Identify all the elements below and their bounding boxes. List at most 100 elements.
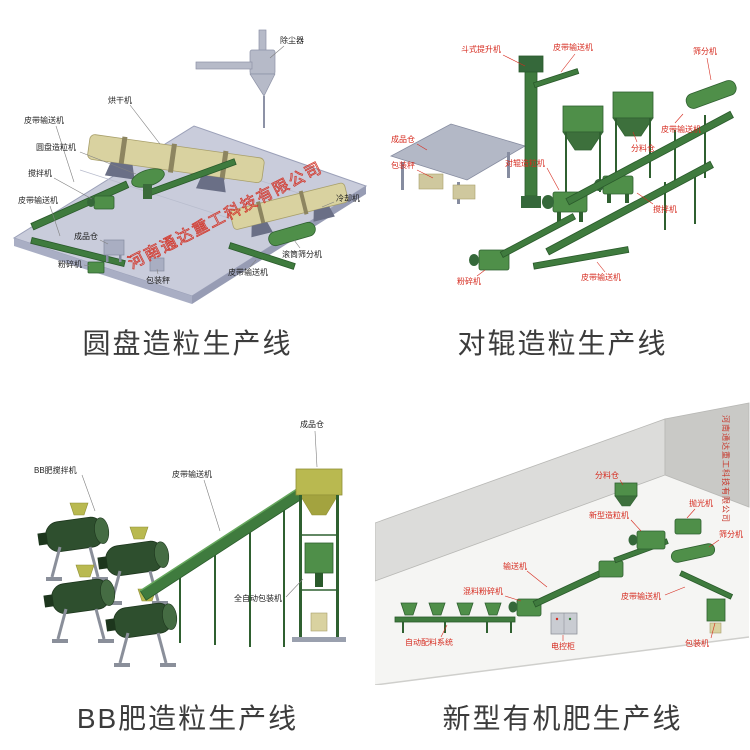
disc-line-art: 河南通达重工科技有限公司 除尘器 烘干机 皮带输送机 圆盘造粒机 搅拌机 皮带输… <box>0 10 375 310</box>
drum-screener <box>685 80 737 109</box>
equipment-label: 自动配料系统 <box>405 624 453 647</box>
equipment-label: 皮带输送机 <box>228 259 268 277</box>
svg-text:皮带输送机: 皮带输送机 <box>24 115 64 125</box>
bb-line-illustration: BB肥搅拌机 皮带输送机 成品仓 全自动包装机 <box>34 419 346 669</box>
svg-text:皮带输送机: 皮带输送机 <box>553 42 593 52</box>
belt-conveyor <box>30 236 126 268</box>
bucket-elevator <box>518 55 544 208</box>
disc-line-illustration: 河南通达重工科技有限公司 除尘器 烘干机 皮带输送机 圆盘造粒机 搅拌机 皮带输… <box>12 29 368 304</box>
mixer <box>87 195 115 210</box>
equipment-label: 皮带输送机 <box>553 42 593 73</box>
svg-text:粉碎机: 粉碎机 <box>58 259 82 269</box>
inclined-belt-conveyor <box>139 479 318 601</box>
belt-conveyor <box>532 68 580 89</box>
control-cabinet <box>550 612 578 635</box>
equipment-label: 圆盘造粒机 <box>36 142 137 175</box>
dust-collector <box>195 29 276 128</box>
svg-text:成品仓: 成品仓 <box>391 134 415 144</box>
panel-bb-fertilizer-line: BB肥搅拌机 皮带输送机 成品仓 全自动包装机 BB肥造粒生产线 <box>0 375 375 750</box>
svg-text:输送机: 输送机 <box>503 561 527 571</box>
product-warehouse <box>389 123 526 204</box>
equipment-label: 斗式提升机 <box>461 44 526 67</box>
equipment-label: 输送机 <box>503 561 548 588</box>
svg-text:冷却机: 冷却机 <box>336 193 360 203</box>
svg-text:皮带输送机: 皮带输送机 <box>621 591 661 601</box>
product-bin <box>103 239 125 262</box>
rotary-cooler <box>229 182 349 238</box>
panel-disc-granulation-line: 河南通达重工科技有限公司 除尘器 烘干机 皮带输送机 圆盘造粒机 搅拌机 皮带输… <box>0 0 375 375</box>
product-hopper <box>295 468 343 516</box>
svg-text:圆盘造粒机: 圆盘造粒机 <box>36 142 76 152</box>
panel-caption: BB肥造粒生产线 <box>76 703 299 734</box>
equipment-label: 包装秤 <box>146 268 170 285</box>
svg-text:包装秤: 包装秤 <box>391 160 415 170</box>
equipment-label: 对辊造粒机 <box>505 158 560 191</box>
equipment-label: 皮带输送机 <box>621 586 686 601</box>
equipment-label: 分料仓 <box>595 470 624 486</box>
svg-text:电控柜: 电控柜 <box>551 641 575 651</box>
mixer <box>598 560 624 578</box>
equipment-label: 全自动包装机 <box>234 578 304 603</box>
wall-watermark: 河南通达重工科技有限公司 <box>721 415 731 523</box>
equipment-label: 皮带输送机 <box>172 469 221 532</box>
roller-line-illustration: 斗式提升机 皮带输送机 筛分机 皮带输送机 分料仓 对辊造粒机 搅拌机 成品仓 … <box>389 42 737 286</box>
svg-text:皮带输送机: 皮带输送机 <box>18 195 58 205</box>
svg-text:筛分机: 筛分机 <box>693 46 717 56</box>
bb-mixer <box>102 587 181 669</box>
svg-text:自动配料系统: 自动配料系统 <box>405 637 453 647</box>
svg-text:搅拌机: 搅拌机 <box>28 168 52 178</box>
equipment-label: 成品仓 <box>74 231 109 245</box>
panel-organic-fertilizer-line: 河南通达重工科技有限公司 <box>375 375 750 750</box>
equipment-label: 烘干机 <box>108 95 161 145</box>
equipment-label: 皮带输送机 <box>581 261 621 282</box>
belt-conveyor <box>228 242 296 270</box>
equipment-label: 除尘器 <box>269 35 304 59</box>
panel-caption: 圆盘造粒生产线 <box>82 328 293 359</box>
svg-text:分料仓: 分料仓 <box>631 143 655 153</box>
equipment-label: 滚筒筛分机 <box>282 239 322 259</box>
svg-text:滚筒筛分机: 滚筒筛分机 <box>282 249 322 259</box>
panel-roller-granulation-line: 斗式提升机 皮带输送机 筛分机 皮带输送机 分料仓 对辊造粒机 搅拌机 成品仓 … <box>375 0 750 375</box>
svg-text:BB肥搅拌机: BB肥搅拌机 <box>34 465 77 475</box>
svg-text:斗式提升机: 斗式提升机 <box>461 44 501 54</box>
svg-text:包装机: 包装机 <box>685 638 709 648</box>
belt-conveyor <box>545 160 714 256</box>
equipment-label: 混料粉碎机 <box>463 586 522 602</box>
equipment-label: 包装秤 <box>391 160 434 179</box>
belt-conveyor <box>565 110 734 206</box>
svg-text:皮带输送机: 皮带输送机 <box>228 267 268 277</box>
svg-text:全自动包装机: 全自动包装机 <box>234 593 282 603</box>
belt-conveyor <box>499 213 577 258</box>
packing-machine <box>304 542 334 632</box>
batching-system <box>394 602 516 633</box>
feed-hopper <box>562 105 604 192</box>
equipment-label: 筛分机 <box>708 529 743 548</box>
factory-wall <box>375 402 750 582</box>
equipment-label: 搅拌机 <box>636 192 677 214</box>
packing-machine <box>706 598 726 634</box>
drum-screener <box>268 221 316 247</box>
equipment-label: 皮带输送机 <box>24 115 75 183</box>
svg-text:皮带输送机: 皮带输送机 <box>661 124 701 134</box>
panel-caption: 新型有机肥生产线 <box>442 703 683 734</box>
svg-text:烘干机: 烘干机 <box>108 95 132 105</box>
svg-text:分料仓: 分料仓 <box>595 470 619 480</box>
equipment-label: 筛分机 <box>693 46 717 81</box>
equipment-label: 搅拌机 <box>28 168 93 200</box>
svg-text:成品仓: 成品仓 <box>300 419 324 429</box>
svg-text:对辊造粒机: 对辊造粒机 <box>505 158 545 168</box>
svg-text:粉碎机: 粉碎机 <box>457 276 481 286</box>
equipment-label: BB肥搅拌机 <box>34 465 96 512</box>
equipment-label: 粉碎机 <box>457 269 486 286</box>
factory-floor <box>375 475 750 685</box>
polisher <box>674 518 702 535</box>
equipment-label: 粉碎机 <box>58 259 91 269</box>
svg-text:包装秤: 包装秤 <box>146 275 170 285</box>
bb-line-art: BB肥搅拌机 皮带输送机 成品仓 全自动包装机 <box>0 385 375 685</box>
svg-text:新型造粒机: 新型造粒机 <box>589 510 629 520</box>
equipment-label: 皮带输送机 <box>661 113 701 134</box>
svg-text:除尘器: 除尘器 <box>280 35 304 45</box>
belt-conveyor <box>30 180 130 231</box>
equipment-label: 成品仓 <box>300 419 324 468</box>
svg-text:筛分机: 筛分机 <box>719 529 743 539</box>
